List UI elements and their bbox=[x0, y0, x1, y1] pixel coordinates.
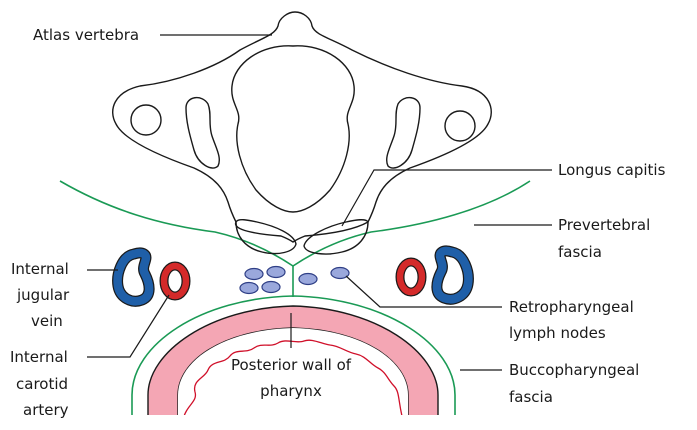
internal-jugular-vein-right bbox=[437, 251, 469, 299]
label-internal-jugular-line1: Internal bbox=[11, 260, 69, 278]
label-atlas-vertebra: Atlas vertebra bbox=[33, 26, 139, 44]
label-internal-carotid-line3: artery bbox=[23, 401, 69, 419]
internal-carotid-artery-right bbox=[400, 262, 422, 292]
label-retropharyngeal-line1: Retropharyngeal bbox=[509, 298, 634, 316]
articular-facet-left bbox=[186, 98, 219, 168]
lymph-node bbox=[240, 283, 258, 294]
label-longus-capitis: Longus capitis bbox=[558, 161, 666, 179]
atlas-vertebra bbox=[113, 12, 492, 242]
foramen-transversarium-right bbox=[445, 111, 475, 141]
label-internal-jugular-line2: jugular bbox=[16, 286, 70, 304]
lymph-node bbox=[245, 269, 263, 280]
foramen-transversarium-left bbox=[131, 105, 161, 135]
label-prevertebral-fascia-line1: Prevertebral bbox=[558, 216, 650, 234]
label-posterior-pharynx-line1: Posterior wall of bbox=[231, 356, 352, 374]
internal-carotid-artery-left bbox=[164, 266, 186, 296]
label-internal-jugular-line3: vein bbox=[31, 312, 63, 330]
label-retropharyngeal-line2: lymph nodes bbox=[509, 324, 606, 342]
labels: Atlas vertebra Longus capitis Prevertebr… bbox=[10, 26, 666, 419]
lymph-node bbox=[262, 282, 280, 293]
vertebral-foramen bbox=[232, 46, 354, 212]
lymph-node bbox=[267, 267, 285, 278]
label-buccopharyngeal-line2: fascia bbox=[509, 388, 553, 406]
label-internal-carotid-line1: Internal bbox=[10, 348, 68, 366]
label-prevertebral-fascia-line2: fascia bbox=[558, 243, 602, 261]
retropharyngeal-lymph-nodes bbox=[240, 267, 349, 294]
lymph-node bbox=[299, 274, 317, 285]
label-posterior-pharynx-line2: pharynx bbox=[260, 382, 322, 400]
label-buccopharyngeal-line1: Buccopharyngeal bbox=[509, 361, 639, 379]
label-internal-carotid-line2: carotid bbox=[16, 375, 68, 393]
internal-jugular-vein-left bbox=[118, 253, 150, 301]
articular-facet-right bbox=[387, 98, 420, 168]
longus-capitis-left bbox=[236, 220, 296, 254]
longus-capitis-right bbox=[304, 220, 368, 254]
